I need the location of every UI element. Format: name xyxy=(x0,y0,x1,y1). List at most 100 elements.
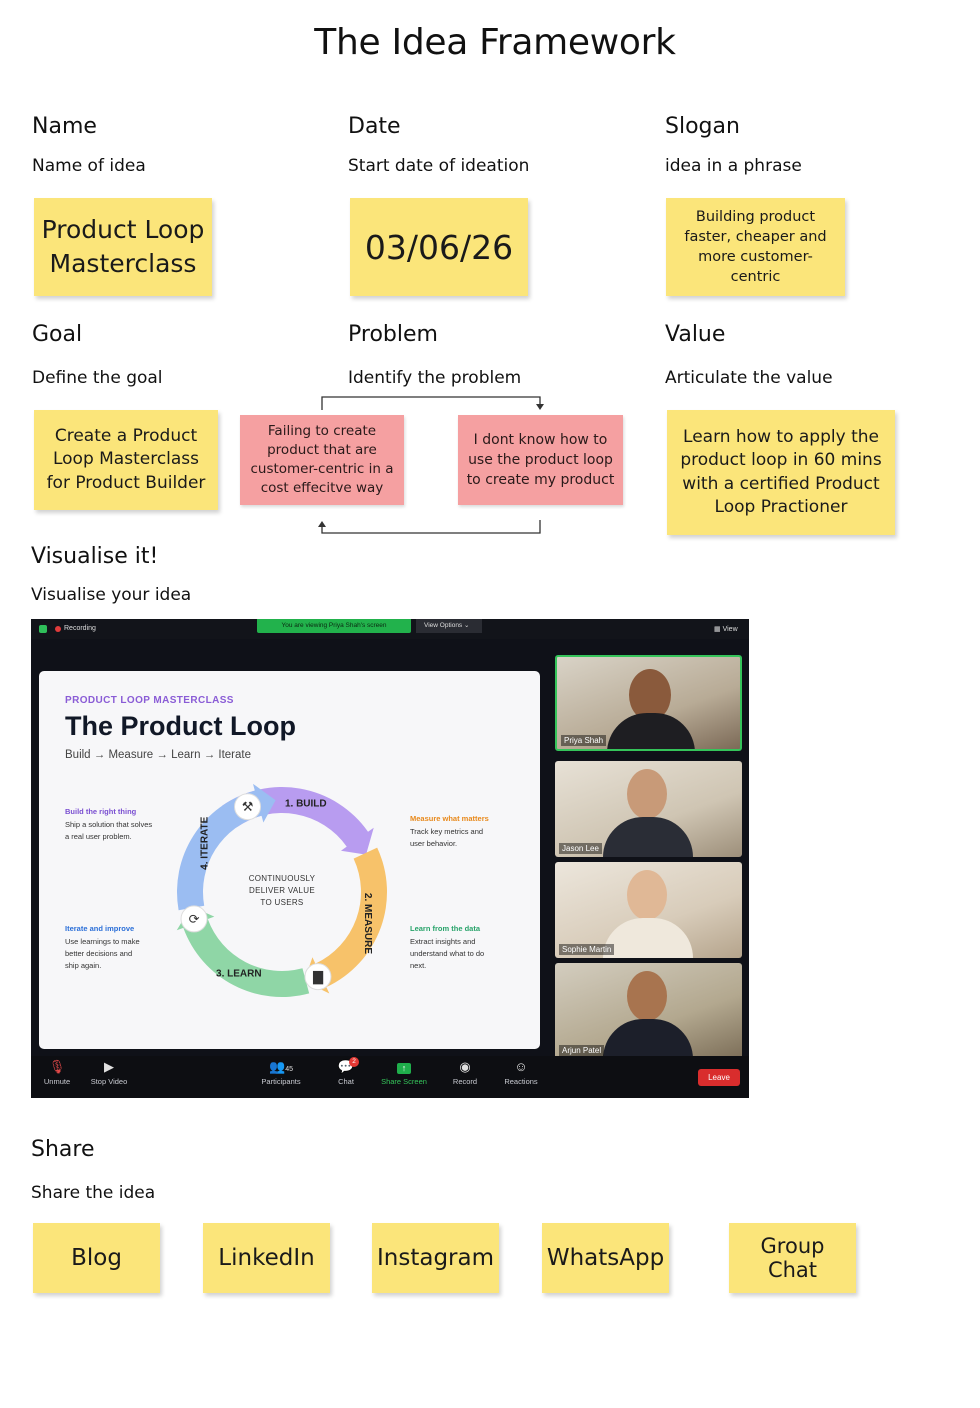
participant-video xyxy=(627,971,667,1021)
leave-button[interactable]: Leave xyxy=(698,1069,740,1086)
participant-tile[interactable]: Arjun Patel xyxy=(555,963,742,1059)
loop-center-text: DELIVER VALUE xyxy=(249,886,315,895)
participants-icon: 👥45 xyxy=(269,1059,293,1074)
name-heading: Name xyxy=(32,114,97,139)
loop-segment-learn xyxy=(176,906,310,997)
name-prompt: Name of idea xyxy=(32,156,146,176)
refresh-icon-badge xyxy=(180,905,208,933)
share-sticky-instagram[interactable]: Instagram xyxy=(372,1223,499,1293)
participant-video xyxy=(627,870,667,920)
microphone-muted-icon: 🎙 xyxy=(48,1059,66,1074)
record-button[interactable]: ◉ Record xyxy=(449,1059,481,1087)
record-icon: ◉ xyxy=(459,1059,471,1074)
slide-note-line: Extract insights and xyxy=(410,937,475,946)
value-sticky[interactable]: Learn how to apply the product loop in 6… xyxy=(667,410,895,535)
date-sticky[interactable]: 03/06/26 xyxy=(350,198,528,296)
participant-video xyxy=(629,669,671,721)
visualise-heading: Visualise it! xyxy=(31,544,159,569)
chat-badge: 2 xyxy=(349,1057,359,1067)
share-screen-label: Share Screen xyxy=(381,1077,427,1086)
recording-label: Recording xyxy=(64,625,96,632)
page-title: The Idea Framework xyxy=(314,22,676,63)
share-screen-icon: ↑ xyxy=(397,1063,411,1074)
share-heading: Share xyxy=(31,1137,95,1162)
visualise-prompt: Visualise your idea xyxy=(31,585,192,605)
slide-note-line: next. xyxy=(410,961,426,970)
meeting-top-bar: Recording You are viewing Priya Shah's s… xyxy=(31,619,749,639)
shield-icon xyxy=(39,625,47,633)
hammer-icon-badge xyxy=(234,793,262,821)
problem-note-left[interactable]: Failing to create product that are custo… xyxy=(240,415,404,505)
video-camera-icon: ▶ xyxy=(104,1059,114,1074)
slide-note-title: Measure what matters xyxy=(410,814,489,823)
slide-note-line: ship again. xyxy=(65,961,101,970)
arrow-down-icon xyxy=(536,404,544,410)
slide-note-line: better decisions and xyxy=(65,949,132,958)
viewing-banner: You are viewing Priya Shah's screen xyxy=(257,619,411,633)
slide-note-line: understand what to do xyxy=(410,949,484,958)
slide-subtitle: Build → Measure → Learn → Iterate xyxy=(65,749,251,761)
participant-video xyxy=(627,769,667,819)
stage-label: 2. MEASURE xyxy=(362,893,373,954)
problem-note-right[interactable]: I dont know how to use the product loop … xyxy=(458,415,623,505)
view-button[interactable]: ▦ View xyxy=(714,625,738,633)
shared-slide: PRODUCT LOOP MASTERCLASS The Product Loo… xyxy=(39,671,540,1049)
reactions-button[interactable]: ☺ Reactions xyxy=(501,1059,541,1087)
share-sticky-blog[interactable]: Blog xyxy=(33,1223,160,1293)
problem-heading: Problem xyxy=(348,322,438,347)
view-label: View xyxy=(722,626,738,633)
slogan-heading: Slogan xyxy=(665,114,740,139)
stage-label: 4. ITERATE xyxy=(199,816,210,869)
grid-icon: ▦ xyxy=(714,626,721,633)
participant-body xyxy=(603,817,693,857)
unmute-label: Unmute xyxy=(43,1077,71,1086)
slogan-sticky[interactable]: Building product faster, cheaper and mor… xyxy=(666,198,845,296)
slogan-prompt: idea in a phrase xyxy=(665,156,802,176)
participants-label: Participants xyxy=(261,1077,301,1086)
slide-note-line: user behavior. xyxy=(410,839,457,848)
date-heading: Date xyxy=(348,114,401,139)
record-label: Record xyxy=(452,1077,478,1086)
stop-video-label: Stop Video xyxy=(90,1077,128,1086)
refresh-icon: ⟳ xyxy=(189,912,200,927)
stage-label: 3. LEARN xyxy=(216,969,262,980)
stage-label: 1. BUILD xyxy=(285,799,327,810)
chat-label: Chat xyxy=(338,1077,354,1086)
hammer-icon: ⚒ xyxy=(242,800,254,815)
goal-sticky[interactable]: Create a Product Loop Masterclass for Pr… xyxy=(34,410,218,510)
share-screen-button[interactable]: ↑ Share Screen xyxy=(377,1060,431,1086)
participant-body xyxy=(603,1019,693,1059)
participant-tile[interactable]: Sophie Martin xyxy=(555,862,742,958)
unmute-button[interactable]: 🎙 Unmute xyxy=(39,1059,75,1087)
name-sticky[interactable]: Product Loop Masterclass xyxy=(34,198,212,296)
slide-note-line: Track key metrics and xyxy=(410,827,483,836)
value-prompt: Articulate the value xyxy=(665,368,833,388)
slide-note-line: a real user problem. xyxy=(65,832,132,841)
view-options-button[interactable]: View Options ⌄ xyxy=(416,619,482,633)
value-heading: Value xyxy=(665,322,726,347)
reactions-icon: ☺ xyxy=(514,1059,528,1074)
stop-video-button[interactable]: ▶ Stop Video xyxy=(87,1059,131,1087)
participants-count: 45 xyxy=(285,1066,293,1073)
participant-tile[interactable]: Jason Lee xyxy=(555,761,742,857)
slide-note-line: Use learnings to make xyxy=(65,937,140,946)
share-sticky-whatsapp[interactable]: WhatsApp xyxy=(542,1223,669,1293)
reactions-label: Reactions xyxy=(504,1077,538,1086)
share-sticky-linkedin[interactable]: LinkedIn xyxy=(203,1223,330,1293)
slide-note-title: Build the right thing xyxy=(65,807,137,816)
participant-body xyxy=(603,918,693,958)
share-prompt: Share the idea xyxy=(31,1183,156,1203)
date-prompt: Start date of ideation xyxy=(348,156,530,176)
chevron-down-icon: ⌄ xyxy=(464,622,470,629)
participant-body xyxy=(607,713,695,749)
bar-chart-icon-badge xyxy=(304,963,332,991)
participant-name: Priya Shah xyxy=(561,735,607,746)
participant-name: Arjun Patel xyxy=(559,1045,605,1056)
participant-tile[interactable]: Priya Shah xyxy=(555,655,742,751)
slide-note-title: Iterate and improve xyxy=(65,924,134,933)
slide-note-title: Learn from the data xyxy=(410,924,481,933)
share-sticky-group-chat[interactable]: Group Chat xyxy=(729,1223,856,1293)
